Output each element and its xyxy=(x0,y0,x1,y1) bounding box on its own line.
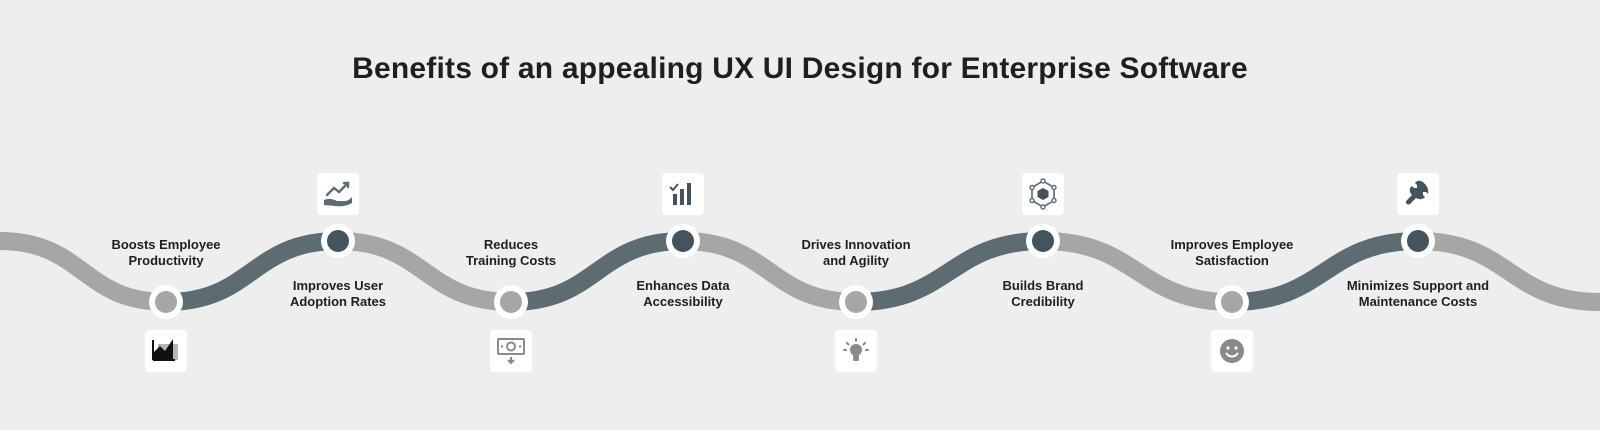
step-label-support-costs: Minimizes Support and Maintenance Costs xyxy=(1346,278,1490,309)
money-down-icon xyxy=(490,330,532,372)
wave-segment xyxy=(165,232,339,311)
wrench-icon xyxy=(1397,173,1439,215)
step-node xyxy=(845,291,867,313)
wave-segment xyxy=(1231,232,1419,311)
chart-area-icon xyxy=(145,330,187,372)
step-label-innovation-agility: Drives Innovation and Agility xyxy=(801,237,911,268)
step-node xyxy=(155,291,177,313)
network-hexagon-icon xyxy=(1022,173,1064,215)
wave-segment xyxy=(510,232,684,311)
step-label-boosts-productivity: Boosts Employee Productivity xyxy=(111,237,221,268)
step-node xyxy=(1407,230,1429,252)
step-label-user-adoption: Improves User Adoption Rates xyxy=(289,278,387,309)
growth-hand-icon xyxy=(317,173,359,215)
smiley-icon xyxy=(1211,330,1253,372)
wave-segment xyxy=(682,232,857,311)
bar-chart-check-icon xyxy=(662,173,704,215)
lightbulb-icon xyxy=(835,330,877,372)
wave-nodes xyxy=(149,224,1435,319)
wave-segment xyxy=(855,232,1044,311)
step-label-data-accessibility: Enhances Data Accessibility xyxy=(636,278,730,309)
step-node xyxy=(1032,230,1054,252)
step-label-employee-satisfaction: Improves Employee Satisfaction xyxy=(1170,237,1294,268)
step-node xyxy=(327,230,349,252)
wave-segment xyxy=(337,232,512,311)
wave-segment xyxy=(0,232,167,311)
step-node xyxy=(672,230,694,252)
step-node xyxy=(500,291,522,313)
wave-segment xyxy=(1042,232,1233,311)
step-label-training-costs: Reduces Training Costs xyxy=(465,237,557,268)
wave-segment xyxy=(1417,232,1600,311)
step-node xyxy=(1221,291,1243,313)
step-label-brand-credibility: Builds Brand Credibility xyxy=(1002,278,1084,309)
page-title: Benefits of an appealing UX UI Design fo… xyxy=(352,52,1248,85)
wave-path xyxy=(0,232,1600,311)
